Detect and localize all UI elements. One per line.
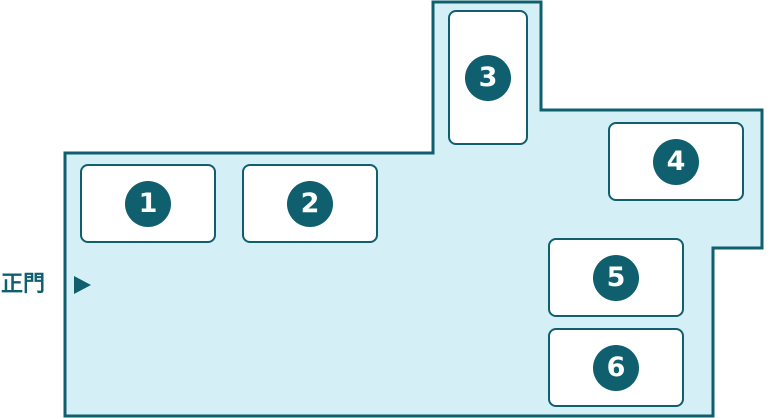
entrance-label: 正門	[1, 272, 46, 297]
room-number-badge: 5	[593, 254, 639, 301]
room-1[interactable]: 1	[80, 164, 216, 243]
room-3[interactable]: 3	[448, 10, 528, 145]
room-number-badge: 1	[125, 180, 171, 227]
room-number-badge: 4	[653, 138, 699, 185]
triangle-right-icon	[74, 276, 91, 294]
room-number-badge: 3	[465, 54, 511, 101]
room-6[interactable]: 6	[548, 328, 684, 407]
room-2[interactable]: 2	[242, 164, 378, 243]
room-number-badge: 2	[287, 180, 333, 227]
room-number-badge: 6	[593, 344, 639, 391]
room-5[interactable]: 5	[548, 238, 684, 317]
room-4[interactable]: 4	[608, 122, 744, 201]
